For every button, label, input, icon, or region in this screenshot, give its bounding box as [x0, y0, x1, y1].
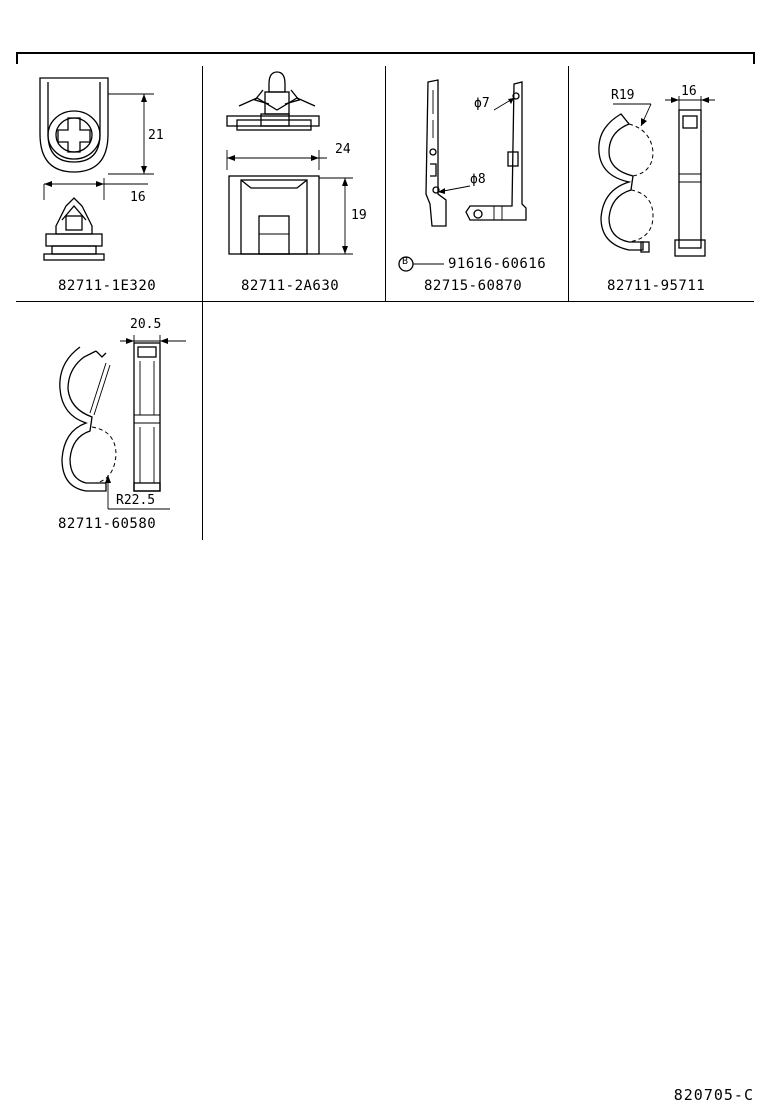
- dimension-width: 16: [681, 84, 697, 99]
- part-number: 82711-2A630: [241, 278, 340, 294]
- dimension-radius: R19: [611, 88, 635, 103]
- clip-drawing: [39, 77, 154, 261]
- part-cell-4: R19 16 82711-95711: [569, 54, 754, 301]
- sub-part-marker: B: [402, 256, 409, 267]
- part-number: 82711-60580: [58, 516, 157, 532]
- part-cell-2: 24 19 82711-2A630: [203, 54, 385, 301]
- frame-right-tick: [753, 52, 755, 64]
- column-divider-2: [385, 66, 387, 301]
- dimension-width: 20.5: [130, 317, 162, 332]
- part-number: 82711-1E320: [58, 278, 157, 294]
- row-divider: [16, 301, 754, 303]
- dimension-width: 16: [130, 190, 146, 205]
- part-number: 82715-60870: [424, 278, 523, 294]
- double-clamp-drawing: [598, 96, 715, 257]
- column-divider-1: [202, 66, 204, 540]
- part-cell-5: 20.5 R22.5 82711-60580: [16, 303, 202, 540]
- column-divider-3: [568, 66, 570, 301]
- dimension-height: 21: [148, 128, 164, 143]
- open-clamp-drawing: [59, 335, 186, 510]
- sub-part-number: 91616-60616: [448, 256, 547, 272]
- part-number: 82711-95711: [607, 278, 706, 294]
- frame-top-border: [16, 52, 754, 54]
- dimension-width: 24: [335, 142, 351, 157]
- clip-drawing: [226, 71, 353, 255]
- bracket-drawing: [398, 79, 527, 272]
- document-code: 820705-C: [673, 1086, 754, 1104]
- dimension-hole-large: ϕ8: [470, 172, 486, 187]
- dimension-radius: R22.5: [116, 493, 156, 508]
- dimension-height: 19: [351, 208, 367, 223]
- frame-left-tick: [16, 52, 18, 64]
- part-cell-1: 21 16 82711-1E320: [16, 54, 202, 301]
- part-cell-3: ϕ7 ϕ8 B 91616-60616 82715-60870: [386, 54, 568, 301]
- dimension-hole-small: ϕ7: [474, 96, 490, 111]
